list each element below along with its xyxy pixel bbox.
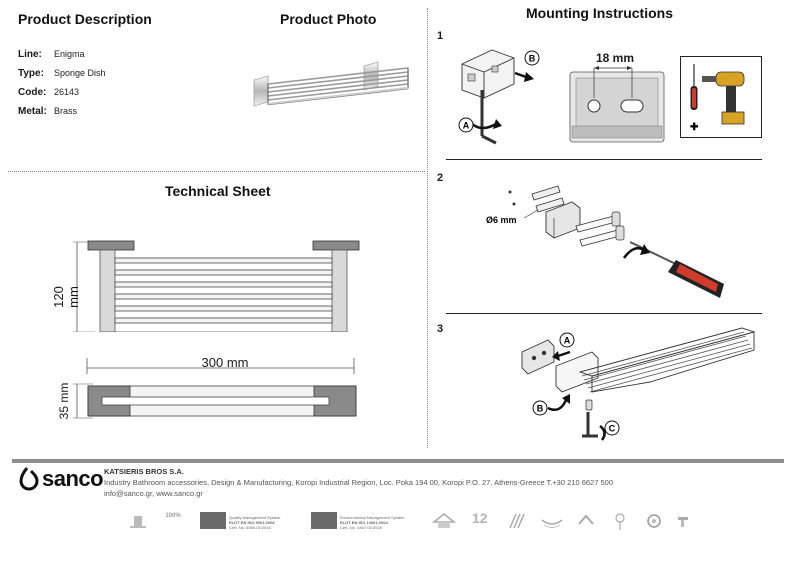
spec-row-type: Type: Sponge Dish [18, 63, 138, 82]
label-b: B [529, 54, 536, 64]
circle-logo-icon [647, 514, 661, 528]
spec-key: Code: [18, 87, 47, 98]
technical-sheet-title: Technical Sheet [165, 183, 271, 199]
horizontal-divider [8, 171, 425, 172]
spec-key: Line: [18, 49, 42, 60]
label-b: B [537, 404, 544, 414]
spec-row-line: Line: Enigma [18, 44, 138, 63]
step1-bracket-illustration: B A [458, 49, 540, 145]
step-number-3: 3 [437, 323, 444, 335]
spec-key: Type: [18, 68, 44, 79]
spec-row-code: Code: 26143 [18, 82, 138, 101]
height-dimension-label: 120 mm [51, 286, 81, 308]
sanco-logo-icon [19, 467, 39, 491]
company-name: KATSIERIS BROS S.A. [104, 467, 184, 476]
spec-row-metal: Metal: Brass [18, 101, 138, 120]
label-c: C [609, 424, 616, 434]
step3-illustration: A B C [521, 327, 756, 441]
vertical-divider [427, 8, 428, 448]
spec-key: Metal: [18, 106, 47, 117]
step2-illustration: Ø6 mm [486, 185, 724, 298]
eu-flag-icon [200, 512, 226, 529]
spec-value: Brass [54, 106, 78, 116]
step-divider-2 [446, 313, 762, 314]
house-icon [432, 513, 456, 528]
stripes-icon [509, 513, 525, 529]
spec-value: 26143 [54, 87, 80, 97]
step-number-1: 1 [437, 30, 444, 42]
front-view-drawing [73, 240, 360, 332]
water-icon [541, 519, 563, 528]
hole-distance-label: 18 mm [595, 51, 635, 65]
badge-12: 12 [472, 510, 488, 526]
top-view-drawing [73, 383, 357, 419]
product-photo [253, 61, 409, 107]
sun-icon [615, 513, 625, 530]
label-a: A [463, 121, 470, 131]
width-dimension-label: 300 mm [201, 355, 249, 370]
drill-size-label: Ø6 mm [486, 215, 517, 225]
spec-value: Enigma [54, 49, 85, 59]
certification-row: 100% Quality Management System ELOT EN I… [128, 510, 688, 532]
badge-100: 100% [165, 513, 181, 519]
spec-list: Line:Enigma Type:Sponge Dish Code:26143 … [18, 44, 138, 120]
step-divider-1 [446, 159, 762, 160]
company-contact[interactable]: info@sanco.gr, www.sanco.gr [104, 489, 203, 498]
product-description-title: Product Description [18, 11, 152, 27]
building-icon [130, 516, 146, 528]
cert-quality: Quality Management System ELOT EN ISO 90… [229, 515, 281, 530]
product-photo-title: Product Photo [280, 11, 377, 27]
tap-icon [678, 517, 688, 527]
eu-flag-icon [311, 512, 337, 529]
footer-bar [12, 459, 784, 463]
step1-tools-box: ✚ [680, 56, 762, 138]
spec-value: Sponge Dish [54, 68, 106, 78]
width-dimension-line [86, 358, 355, 374]
company-address: Industry Bathroom accessories, Design & … [104, 478, 613, 487]
plus-icon: ✚ [690, 122, 699, 133]
chevron-icon [578, 514, 594, 525]
mounting-instructions-title: Mounting Instructions [526, 5, 673, 21]
step1-plate-template [569, 66, 665, 143]
depth-dimension-label: 35 mm [57, 382, 71, 420]
step-number-2: 2 [437, 172, 444, 184]
label-a: A [564, 336, 571, 346]
cert-environment: Environmental Management System ELOT EN … [340, 515, 405, 530]
brand-name: sanco [42, 466, 104, 491]
